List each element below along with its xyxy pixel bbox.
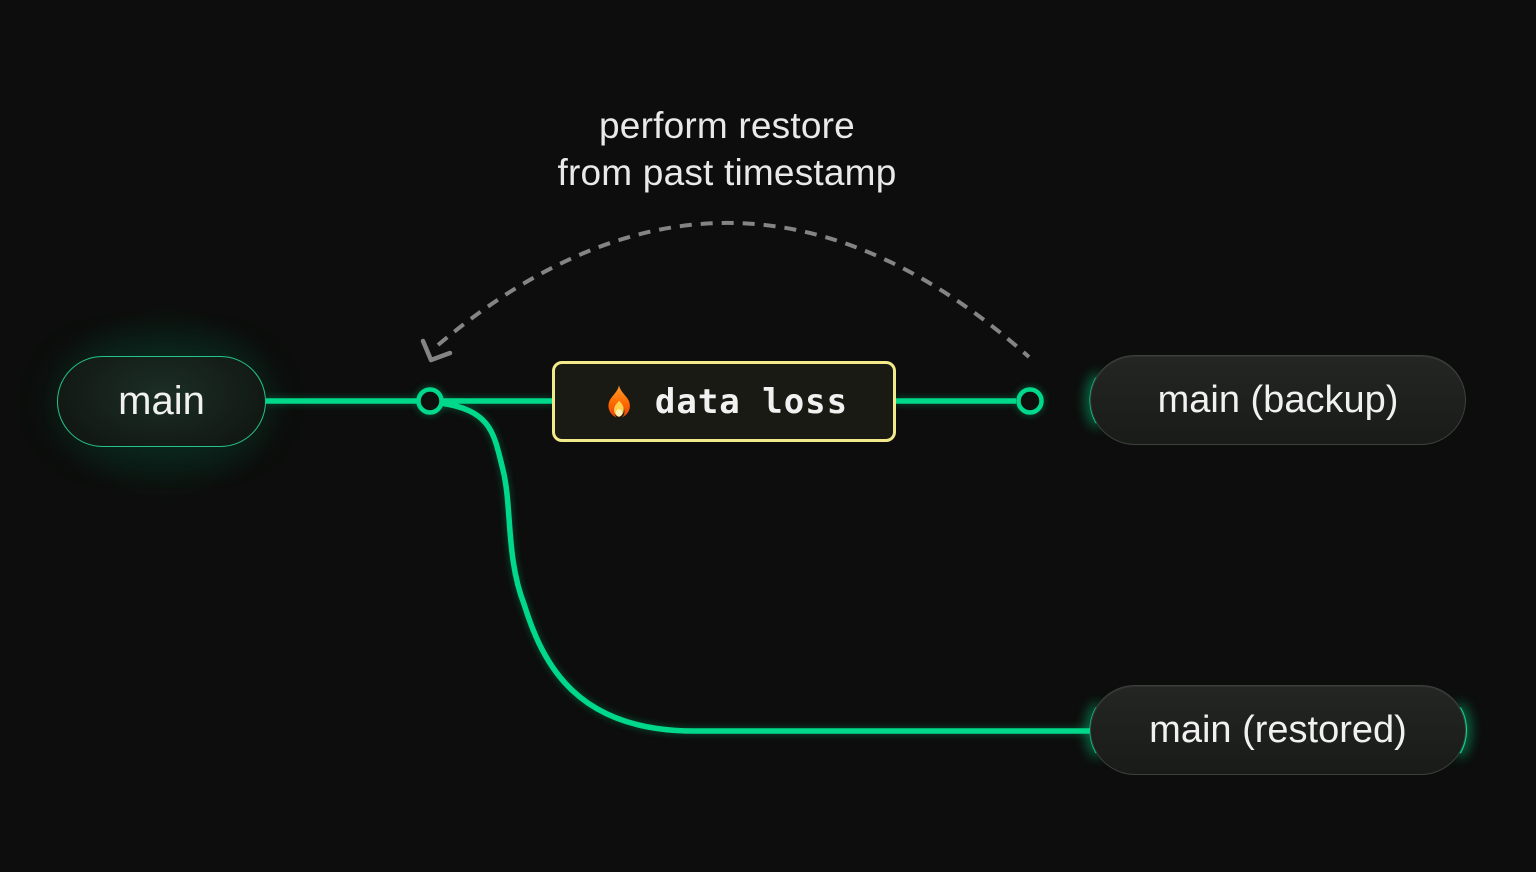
- restore-caption-line1: perform restore: [599, 105, 855, 146]
- node-restored: main (restored): [1090, 685, 1466, 775]
- branch-point-node: [416, 387, 444, 415]
- node-restored-label: main (restored): [1149, 708, 1407, 751]
- fire-icon: [608, 385, 630, 417]
- restore-caption-line2: from past timestamp: [557, 152, 897, 193]
- restore-arrow-head-icon: [420, 338, 453, 363]
- node-main: main: [57, 356, 266, 447]
- wire-restored-branch: [439, 400, 1091, 734]
- restore-arc: [436, 220, 1031, 359]
- backup-point-node: [1016, 387, 1044, 415]
- data-loss-box: data loss: [552, 361, 896, 442]
- node-backup: main (backup): [1090, 355, 1466, 445]
- node-backup-label: main (backup): [1157, 378, 1399, 421]
- node-main-label: main: [118, 379, 205, 423]
- data-loss-label: data loss: [654, 381, 849, 422]
- restore-caption: perform restore from past timestamp: [427, 102, 1027, 196]
